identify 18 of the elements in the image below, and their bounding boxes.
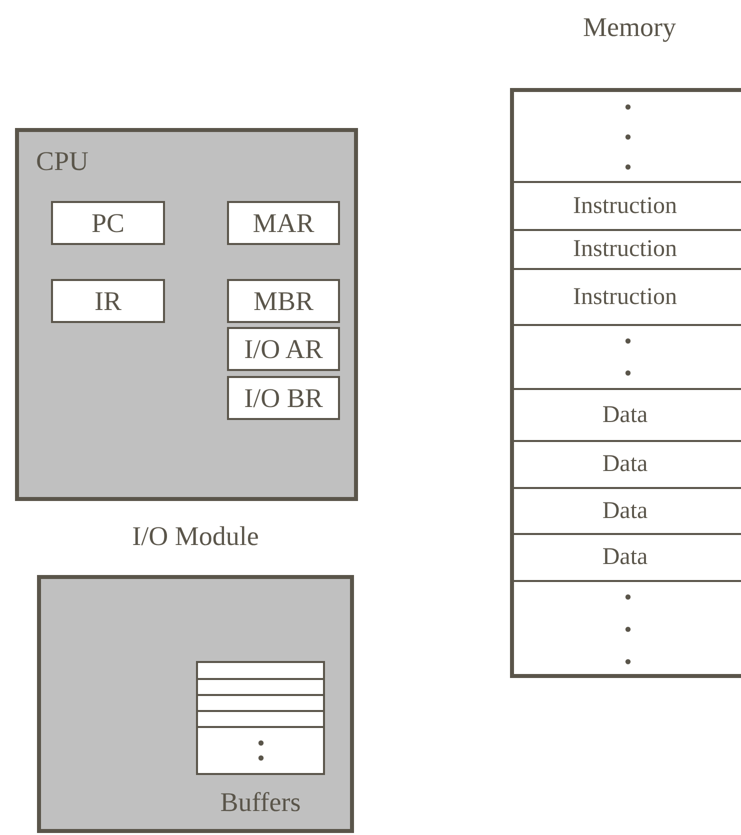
memory-cell: Data [514, 487, 741, 535]
register-box: MAR [227, 201, 340, 245]
memory-cell: Data [514, 440, 741, 489]
component-title: I/O Module [131, 521, 260, 552]
register-box: PC [51, 201, 165, 245]
memory-cell: Data [514, 533, 741, 582]
register-box: MBR [227, 279, 340, 323]
register-box: IR [51, 279, 165, 323]
component-title: CPU [36, 146, 89, 177]
memory-cell: Instruction [514, 181, 741, 231]
register-box: I/O BR [227, 376, 340, 420]
component-title: Buffers [219, 787, 302, 818]
register-box: I/O AR [227, 327, 340, 371]
memory-cell: Instruction [514, 229, 741, 270]
component-title: Memory [582, 12, 677, 43]
memory-cell: Instruction [514, 268, 741, 326]
memory-cell: Data [514, 388, 741, 442]
cpu-box [15, 128, 358, 501]
